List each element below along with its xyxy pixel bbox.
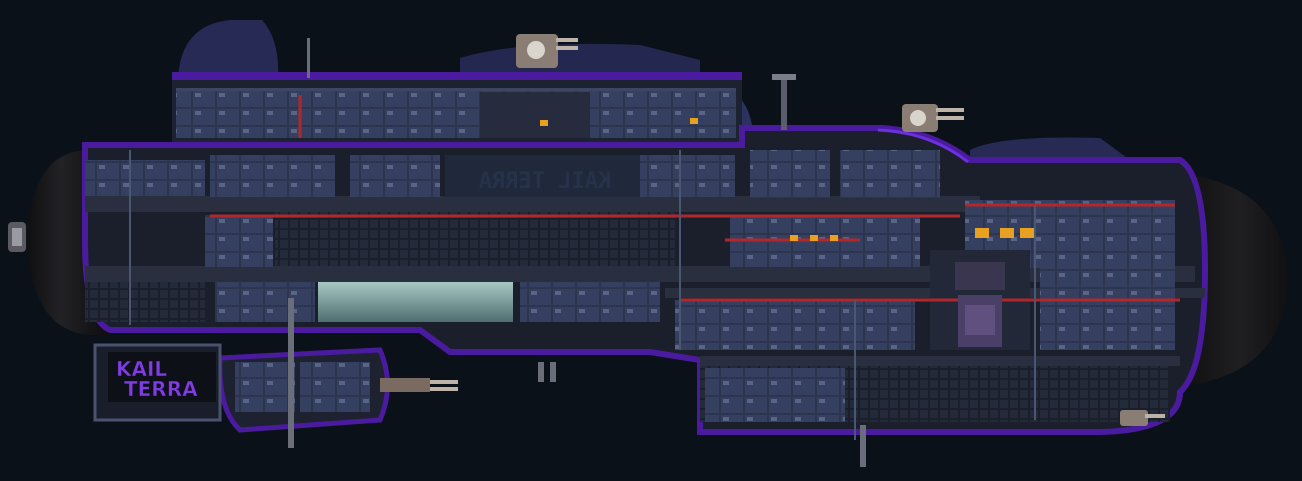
room-hydroponics-control <box>215 282 315 322</box>
dorsal-fin <box>178 20 279 80</box>
room-lab <box>675 300 915 350</box>
top-turret <box>516 34 578 68</box>
interior-ship-name: KAIL TERRA <box>479 169 611 194</box>
bottom-right-thruster <box>1120 410 1165 426</box>
room-lockers <box>520 282 660 322</box>
thruster-icon <box>1120 410 1148 426</box>
rooms <box>85 92 1175 422</box>
right-turret <box>902 104 964 132</box>
reactor-core <box>955 262 1005 347</box>
corridor-grate <box>275 212 675 266</box>
room-cargo <box>705 368 845 422</box>
name-plate-line1: KAIL <box>116 357 167 381</box>
name-plate-line2: TERRA <box>124 377 198 401</box>
room-med <box>840 150 940 198</box>
cannon-icon <box>380 378 430 392</box>
room-crew-quarters <box>210 155 335 197</box>
room-security <box>205 215 273 267</box>
lower-gun-pod <box>217 347 458 433</box>
turret-icon <box>910 110 926 126</box>
room-elevator <box>750 150 830 198</box>
antenna <box>307 38 796 130</box>
ladders <box>129 150 1036 440</box>
room-hydroponics <box>318 282 513 322</box>
warning-lamps <box>540 118 1034 241</box>
room-upper-quarters <box>176 92 466 138</box>
room-upper-engine <box>480 92 590 138</box>
room-engine-control <box>85 160 205 196</box>
room-storage <box>350 155 440 197</box>
landing-struts <box>288 298 866 467</box>
name-plate: KAIL TERRA <box>93 343 222 422</box>
turret-icon <box>527 41 545 59</box>
room-upper-bridge <box>595 92 735 138</box>
room-systems <box>640 155 735 197</box>
antenna-icon <box>781 80 787 130</box>
room-bridge-banner <box>445 155 645 197</box>
